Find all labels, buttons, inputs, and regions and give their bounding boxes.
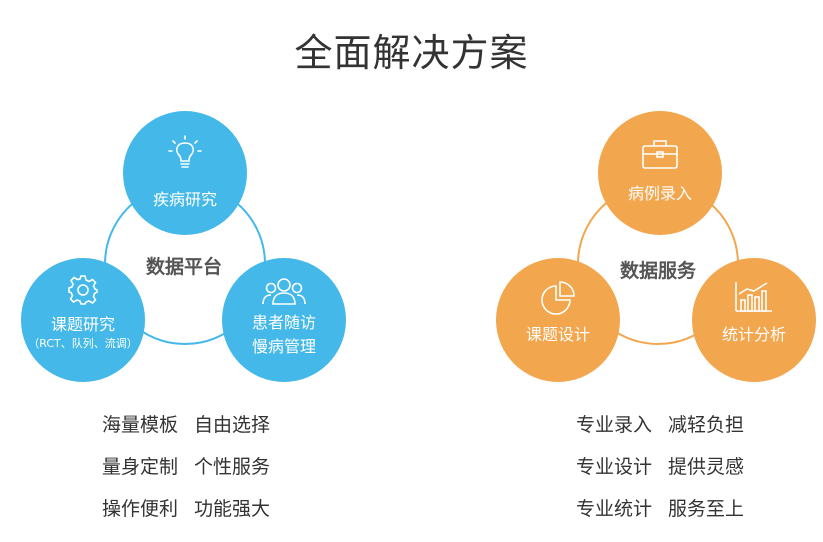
statistical-analysis-label: 统计分析 — [721, 325, 786, 344]
feature-row: 海量模板自由选择 — [102, 404, 270, 446]
lightbulb-icon — [168, 135, 202, 168]
data-platform-features: 海量模板自由选择 量身定制个性服务 操作便利功能强大 — [102, 404, 270, 530]
feature-item: 功能强大 — [194, 498, 271, 520]
bar-chart-icon — [735, 282, 772, 312]
feature-item: 操作便利 — [102, 498, 179, 520]
data-service-features: 专业录入减轻负担 专业设计提供灵感 专业统计服务至上 — [576, 404, 744, 530]
feature-item: 减轻负担 — [668, 414, 745, 436]
chronic-management-label: 慢病管理 — [251, 337, 316, 356]
data-service-diagram: 数据服务 病例录入 课题设计 — [496, 111, 816, 382]
topic-research-label: 课题研究 — [50, 315, 115, 334]
feature-item: 量身定制 — [102, 456, 179, 478]
briefcase-icon — [642, 140, 678, 169]
data-service-label: 数据服务 — [619, 260, 696, 282]
feature-item: 提供灵感 — [668, 456, 745, 478]
feature-item: 专业录入 — [576, 414, 653, 436]
feature-item: 海量模板 — [102, 414, 179, 436]
topic-design-node[interactable]: 课题设计 — [496, 258, 620, 382]
disease-research-node[interactable]: 疾病研究 — [123, 111, 247, 235]
feature-row: 量身定制个性服务 — [102, 446, 270, 488]
feature-row: 专业统计服务至上 — [576, 488, 744, 530]
topic-design-label: 课题设计 — [525, 325, 590, 344]
topic-research-sub: （RCT、队列、流调） — [28, 337, 138, 350]
page-title: 全面解决方案 — [294, 31, 529, 75]
case-entry-label: 病例录入 — [627, 184, 692, 203]
feature-item: 服务至上 — [668, 498, 745, 520]
pie-chart-icon — [541, 281, 575, 315]
case-entry-node[interactable]: 病例录入 — [598, 111, 722, 235]
feature-row: 专业设计提供灵感 — [576, 446, 744, 488]
topic-research-node[interactable]: 课题研究 （RCT、队列、流调） — [21, 258, 145, 382]
feature-item: 专业设计 — [576, 456, 653, 478]
data-platform-diagram: 数据平台 疾病研究 课题研究 （RCT、队列、流调） — [21, 111, 346, 382]
patient-followup-label: 患者随访 — [251, 313, 316, 332]
people-icon — [262, 278, 306, 305]
feature-item: 个性服务 — [194, 456, 271, 478]
patient-followup-node[interactable]: 患者随访 慢病管理 — [222, 258, 346, 382]
feature-row: 专业录入减轻负担 — [576, 404, 744, 446]
feature-item: 自由选择 — [194, 414, 271, 436]
gear-icon — [68, 275, 98, 305]
statistical-analysis-node[interactable]: 统计分析 — [692, 258, 816, 382]
disease-research-label: 疾病研究 — [152, 190, 217, 209]
feature-item: 专业统计 — [576, 498, 653, 520]
feature-row: 操作便利功能强大 — [102, 488, 270, 530]
data-platform-label: 数据平台 — [145, 256, 222, 278]
